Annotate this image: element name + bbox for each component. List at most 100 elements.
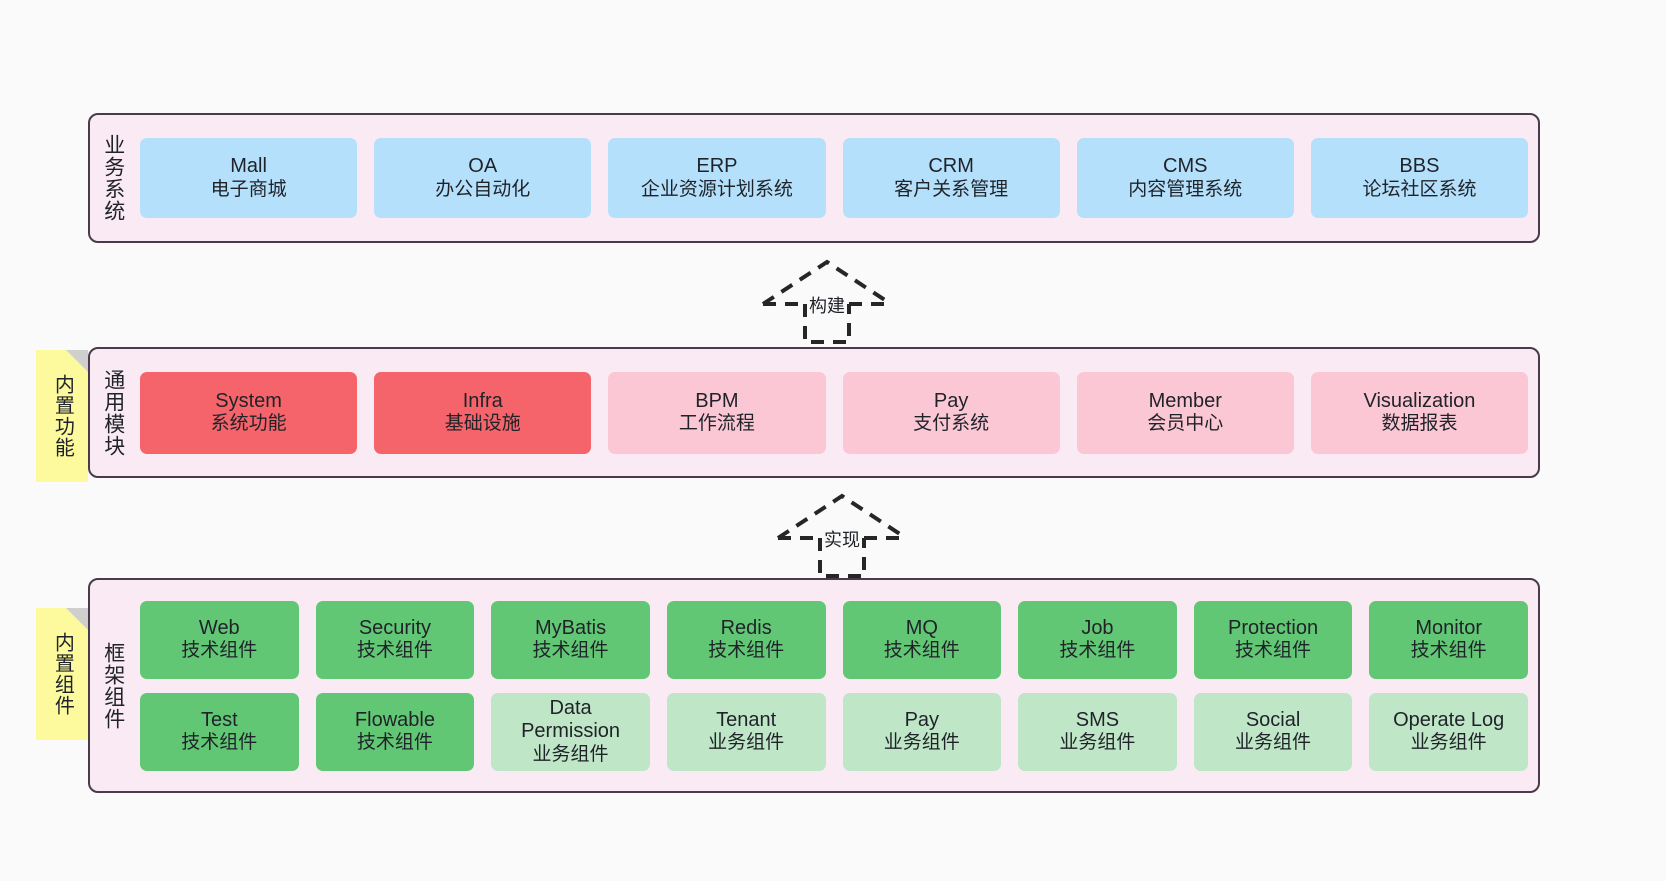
framework-component-card-desc: 业务组件 bbox=[708, 732, 785, 754]
common-module-card-name: BPM bbox=[695, 389, 739, 412]
business-system-card-desc: 内容管理系统 bbox=[1128, 178, 1243, 200]
connector-build-label: 构建 bbox=[809, 296, 845, 316]
note-built-in-functions-label: 内置功能 bbox=[51, 374, 74, 458]
framework-component-card-name: MQ bbox=[905, 616, 938, 639]
framework-component-card-desc: 技术组件 bbox=[1059, 640, 1136, 662]
framework-component-card-desc: 技术组件 bbox=[532, 640, 609, 662]
build-arrow-stem bbox=[803, 304, 851, 344]
note-built-in-components-label: 内置组件 bbox=[51, 632, 74, 716]
common-module-card-desc: 数据报表 bbox=[1381, 413, 1458, 435]
framework-component-card-name: Redis bbox=[720, 616, 772, 639]
common-module-card-name: Pay bbox=[933, 389, 969, 412]
common-module-card-name: System bbox=[215, 389, 282, 412]
connector-implement-label: 实现 bbox=[824, 530, 860, 550]
framework-component-card-desc: 技术组件 bbox=[1410, 640, 1487, 662]
common-module-card-desc: 系统功能 bbox=[210, 413, 287, 435]
common-module-card-name: Member bbox=[1148, 389, 1222, 412]
framework-component-card-desc: 技术组件 bbox=[181, 732, 258, 754]
implement-arrow-head bbox=[776, 493, 908, 540]
business-system-card-desc: 论坛社区系统 bbox=[1362, 178, 1477, 200]
framework-component-card-name: Job bbox=[1081, 616, 1114, 639]
layer-modules-title: 通用模块 bbox=[101, 368, 125, 457]
framework-component-card-desc: 技术组件 bbox=[883, 640, 960, 662]
layer-framework-title: 框架组件 bbox=[101, 641, 125, 730]
framework-component-card-name: Test bbox=[200, 708, 238, 731]
framework-component-card-desc: 业务组件 bbox=[1235, 732, 1312, 754]
framework-component-card-name: Flowable bbox=[354, 708, 435, 731]
common-module-card-name: Visualization bbox=[1363, 389, 1476, 412]
framework-component-card-name: Data Permission bbox=[521, 696, 621, 743]
layer-business-title: 业务系统 bbox=[101, 134, 125, 222]
business-system-card-name: OA bbox=[468, 155, 498, 177]
framework-component-card-desc: 技术组件 bbox=[708, 640, 785, 662]
business-system-card-name: CMS bbox=[1163, 155, 1208, 177]
framework-component-card-name: Web bbox=[198, 616, 240, 639]
build-arrow-head bbox=[761, 259, 893, 306]
note-built-in-components: 内置组件 bbox=[36, 608, 88, 740]
business-system-card-name: CRM bbox=[928, 155, 974, 177]
business-system-card-desc: 办公自动化 bbox=[435, 178, 531, 200]
framework-component-card-name: Security bbox=[358, 616, 432, 639]
business-system-card-name: ERP bbox=[696, 155, 738, 177]
common-module-card-desc: 基础设施 bbox=[444, 413, 521, 435]
business-system-card-desc: 电子商城 bbox=[210, 178, 287, 200]
business-system-card-desc: 企业资源计划系统 bbox=[640, 178, 793, 200]
framework-component-card-desc: 业务组件 bbox=[1059, 732, 1136, 754]
framework-component-card-name: Pay bbox=[904, 708, 940, 731]
framework-component-card-name: Operate Log bbox=[1393, 708, 1505, 731]
framework-component-card-desc: 技术组件 bbox=[356, 640, 433, 662]
framework-component-card-desc: 业务组件 bbox=[883, 732, 960, 754]
framework-component-card-name: Tenant bbox=[716, 708, 777, 731]
framework-component-card-desc: 业务组件 bbox=[1410, 732, 1487, 754]
framework-component-card-name: Protection bbox=[1228, 616, 1319, 639]
business-system-card-name: Mall bbox=[230, 155, 267, 177]
business-system-card-name: BBS bbox=[1399, 155, 1440, 177]
common-module-card-desc: 会员中心 bbox=[1147, 413, 1224, 435]
framework-component-card-desc: 业务组件 bbox=[532, 743, 609, 765]
framework-component-card-name: Social bbox=[1245, 708, 1301, 731]
framework-component-card-desc: 技术组件 bbox=[181, 640, 258, 662]
framework-component-card-name: MyBatis bbox=[535, 616, 607, 639]
connector-build-arrow: 构建 bbox=[757, 258, 897, 344]
framework-component-card-name: SMS bbox=[1075, 708, 1120, 731]
